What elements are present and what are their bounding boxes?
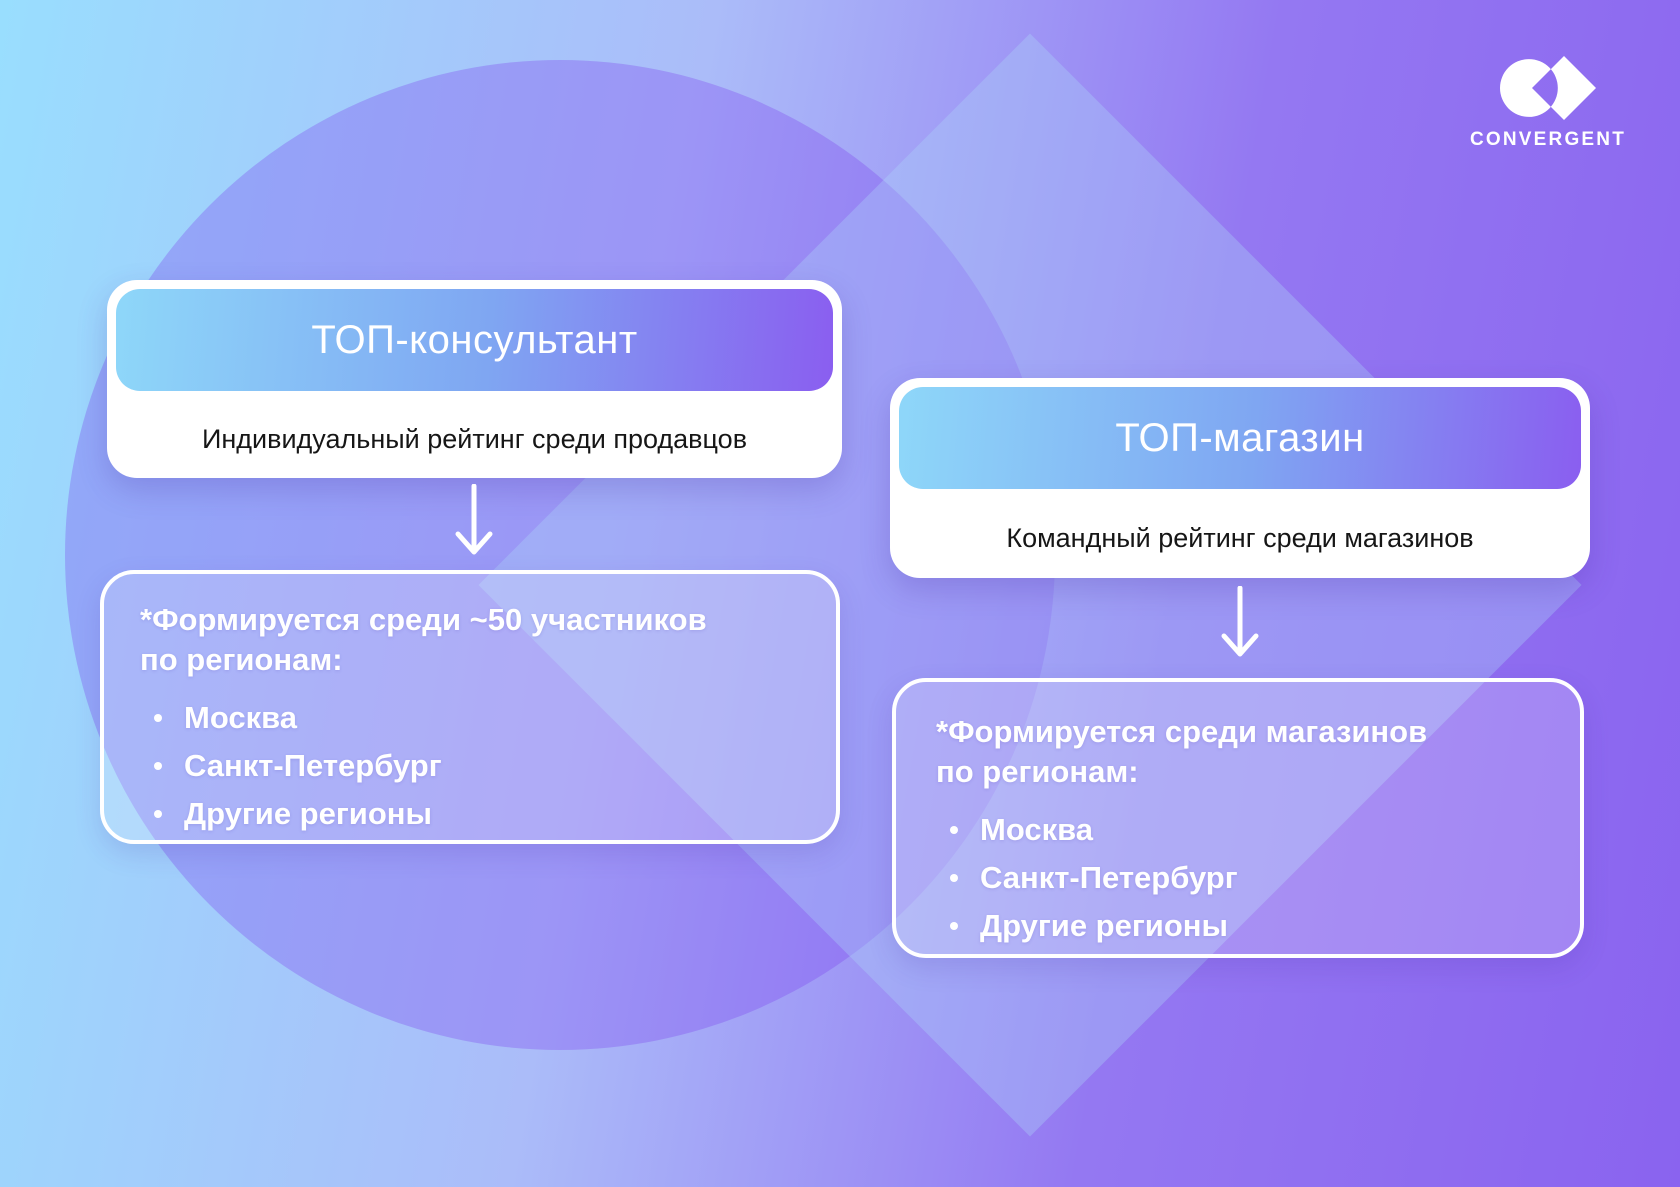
list-item-label: Санкт-Петербург	[184, 747, 442, 783]
bullet-dot	[154, 809, 162, 818]
bullet-dot	[950, 873, 958, 882]
right-card-subtitle: Командный рейтинг среди магазинов	[1006, 522, 1474, 553]
list-item-label: Санкт-Петербург	[980, 859, 1238, 895]
right-info-box: *Формируется среди магазинов по регионам…	[892, 678, 1584, 958]
left-card: ТОП-консультант Индивидуальный рейтинг с…	[107, 280, 842, 478]
left-card-subtitle: Индивидуальный рейтинг среди продавцов	[201, 423, 748, 454]
list-item-label: Москва	[184, 699, 297, 735]
left-down-arrow-icon	[455, 484, 493, 555]
list-item-label: Москва	[980, 811, 1093, 847]
bullet-dot	[154, 713, 162, 722]
right-down-arrow-icon	[1221, 586, 1259, 657]
list-item-label: Другие регионы	[980, 907, 1228, 943]
list-item: Другие регионы	[950, 902, 1554, 950]
bullet-dot	[950, 921, 958, 930]
left-info-box-heading: *Формируется среди ~50 участников по рег…	[140, 602, 707, 678]
bullet-dot	[950, 825, 958, 834]
list-item: Санкт-Петербург	[154, 742, 810, 790]
list-item: Москва	[950, 806, 1554, 854]
right-info-box-heading: *Формируется среди магазинов по регионам…	[936, 714, 1428, 790]
list-item-label: Другие регионы	[184, 795, 432, 831]
list-item: Москва	[154, 694, 810, 742]
bullet-dot	[154, 761, 162, 770]
left-info-box: *Формируется среди ~50 участников по рег…	[100, 570, 840, 844]
right-bullet-list: Москва Санкт-Петербург Другие регионы	[936, 806, 1554, 950]
left-card-title: ТОП-консультант	[311, 317, 638, 362]
left-bullet-list: Москва Санкт-Петербург Другие регионы	[140, 694, 810, 838]
right-card: ТОП-магазин Командный рейтинг среди мага…	[890, 378, 1590, 578]
right-card-title-pill: ТОП-магазин	[899, 387, 1581, 489]
right-card-title: ТОП-магазин	[1115, 415, 1365, 460]
list-item: Другие регионы	[154, 790, 810, 838]
logo-text: CONVERGENT	[1469, 129, 1627, 150]
list-item: Санкт-Петербург	[950, 854, 1554, 902]
convergent-logo: CONVERGENT	[1468, 56, 1628, 151]
left-card-title-pill: ТОП-консультант	[116, 289, 833, 391]
convergent-logo-icon	[1500, 56, 1596, 120]
